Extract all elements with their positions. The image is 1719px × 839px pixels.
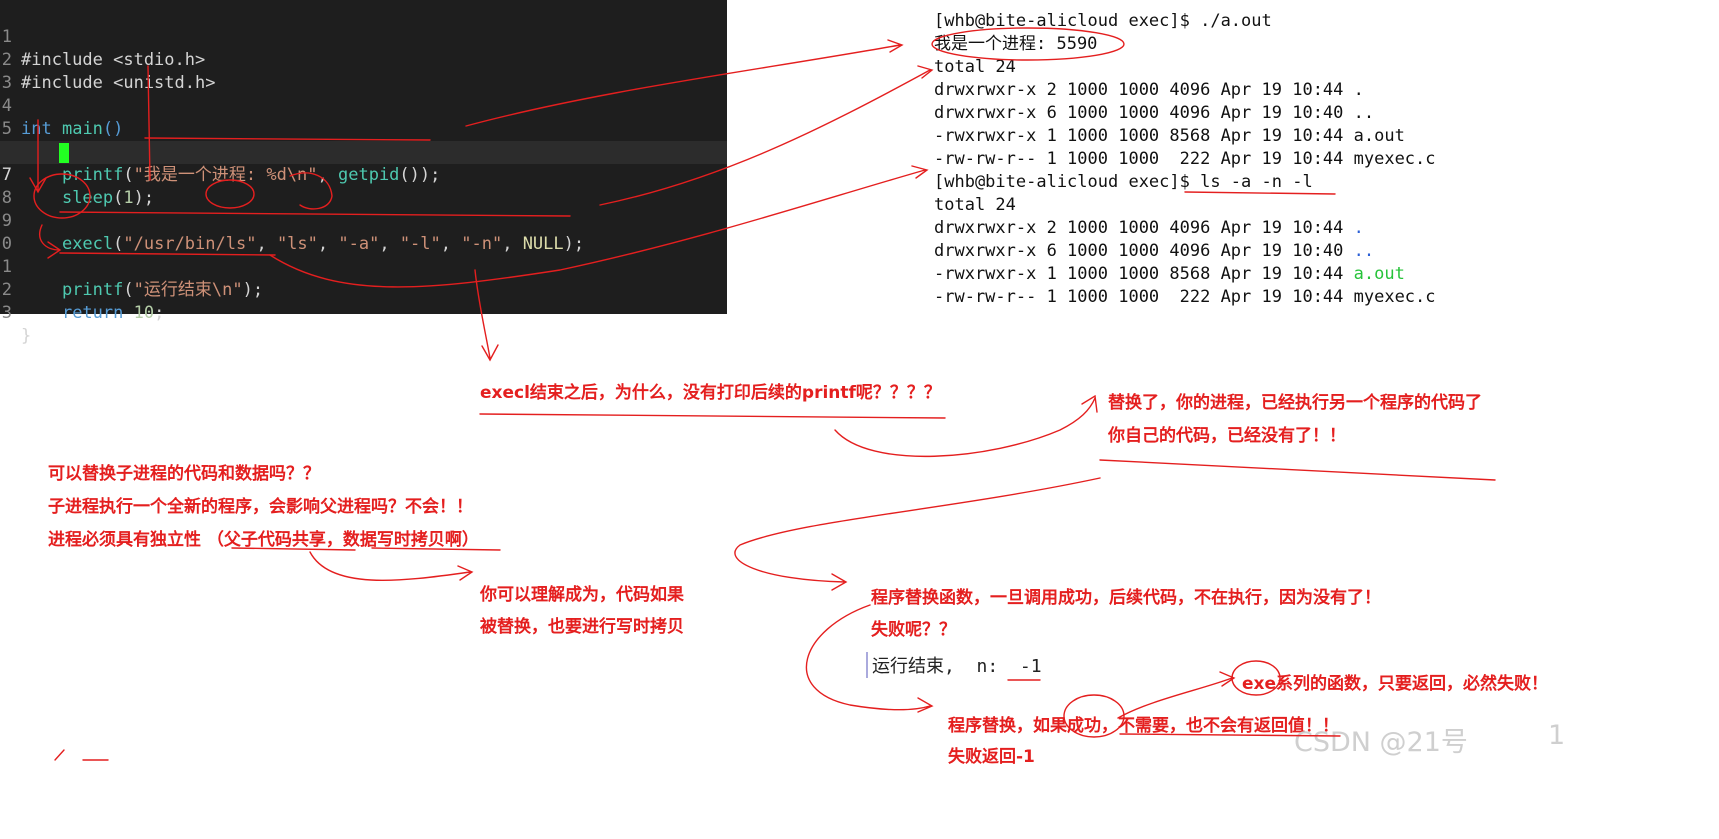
code-line: 0 [0, 210, 727, 254]
code-text: printf("运行结束\n"); [61, 280, 264, 300]
note-child-question-line3: 进程必须具有独立性 （父子代码共享，数据写时拷贝啊） [48, 530, 479, 550]
terminal-output: [whb@bite-alicloud exec]$ ./a.out 我是一个进程… [934, 10, 1436, 309]
line-number: 2 [1, 280, 12, 300]
note-replace-func-line2: 失败呢？？ [871, 620, 956, 640]
line-number: 9 [1, 211, 12, 231]
code-line: 5 { [0, 95, 727, 162]
code-line: 6 printf("我是一个进程: %d\n", getpid()); [0, 118, 727, 185]
code-line: 4 int main() [0, 72, 727, 139]
terminal-line: -rwxrwxr-x 1 1000 1000 8568 Apr 19 10:44… [934, 126, 1405, 146]
code-editor[interactable]: 1 #include <stdio.h> 2 #include <unistd.… [0, 0, 727, 346]
ink-bottom-mark [54, 749, 109, 761]
note-answer-replaced-line2: 你自己的代码，已经没有了！！ [1108, 426, 1346, 446]
note-return-value-line1: 程序替换，如果成功，不需要，也不会有返回值！！ [948, 716, 1339, 736]
line-number: 3 [1, 73, 12, 93]
note-exec-return: exe系列的函数，只要返回，必然失败！ [1242, 674, 1549, 694]
text-cursor [59, 143, 69, 163]
code-text: #include <unistd.h> [21, 73, 216, 93]
code-text: } [21, 326, 32, 346]
note-cow-line2: 被替换，也要进行写时拷贝 [480, 617, 684, 637]
output-snippet: 运行结束, n: -1 [866, 652, 1042, 678]
terminal-line: -rwxrwxr-x 1 1000 1000 8568 Apr 19 10:44… [934, 263, 1436, 286]
line-number: 8 [1, 188, 12, 208]
line-number: 2 [1, 50, 12, 70]
terminal-line: drwxrwxr-x 2 1000 1000 4096 Apr 19 10:44… [934, 80, 1364, 100]
terminal-line: drwxrwxr-x 2 1000 1000 4096 Apr 19 10:44… [934, 217, 1436, 240]
code-line: 2 return 10; [0, 256, 727, 323]
code-line: 3 [0, 49, 727, 93]
watermark: CSDN @21号 [1294, 727, 1468, 758]
code-line: 1 printf("运行结束\n"); [0, 233, 727, 300]
line-number: 1 [1, 27, 12, 47]
line-number: 1 [1, 257, 12, 277]
code-line: 2 #include <unistd.h> [0, 26, 727, 93]
terminal-line: -rw-rw-r-- 1 1000 1000 222 Apr 19 10:44 … [934, 149, 1436, 169]
code-text: #include <stdio.h> [21, 50, 206, 70]
terminal-line: [whb@bite-alicloud exec]$ ./a.out [934, 11, 1272, 31]
code-line: 9 execl("/usr/bin/ls", "ls", "-a", "-l",… [0, 187, 727, 254]
terminal-line-text: -rwxrwxr-x 1 1000 1000 8568 Apr 19 10:44 [934, 264, 1354, 284]
terminal-line: drwxrwxr-x 6 1000 1000 4096 Apr 19 10:40… [934, 103, 1375, 123]
terminal-line: 我是一个进程: 5590 [934, 34, 1098, 54]
ink-stroke-curve [834, 394, 1098, 458]
file-entry-aout: a.out [1353, 264, 1405, 284]
note-question-execl: execl结束之后，为什么，没有打印后续的printf呢？？？？ [480, 383, 941, 403]
note-child-question-line2: 子进程执行一个全新的程序，会影响父进程吗？不会！！ [48, 497, 473, 517]
note-cow-line1: 你可以理解成为，代码如果 [480, 585, 684, 605]
code-line: 1 #include <stdio.h> [0, 3, 727, 70]
terminal-line: [whb@bite-alicloud exec]$ ls -a -n -l [934, 172, 1313, 192]
terminal-line-text: drwxrwxr-x 2 1000 1000 4096 Apr 19 10:44 [934, 218, 1354, 238]
edge-digit: 1 [1548, 720, 1566, 751]
terminal-line-text: drwxrwxr-x 6 1000 1000 4096 Apr 19 10:40 [934, 241, 1354, 261]
code-line: 8 [0, 164, 727, 208]
line-number: 4 [1, 96, 12, 116]
line-number: 0 [1, 234, 12, 254]
ink-underline-q1 [479, 413, 946, 419]
dir-entry-dot: . [1353, 218, 1364, 238]
dir-entry-dotdot: .. [1353, 241, 1375, 261]
ink-underline-a1 [1099, 459, 1496, 481]
code-text: return 10; [61, 303, 165, 323]
line-number: 7 [1, 165, 12, 185]
terminal-line: total 24 [934, 195, 1016, 215]
note-child-question-line1: 可以替换子进程的代码和数据吗？？ [48, 464, 320, 484]
terminal-line: -rw-rw-r-- 1 1000 1000 222 Apr 19 10:44 … [934, 287, 1436, 307]
code-line: 3 } [0, 279, 727, 346]
ink-arrow-cow [309, 551, 474, 581]
terminal-line: total 24 [934, 57, 1016, 77]
line-number: 3 [1, 303, 12, 323]
note-replace-func-line1: 程序替换函数，一旦调用成功，后续代码，不在执行，因为没有了！ [871, 588, 1381, 608]
code-line-current: 7 sleep(1); [0, 141, 727, 208]
line-number: 5 [1, 119, 12, 139]
terminal-line: drwxrwxr-x 6 1000 1000 4096 Apr 19 10:40… [934, 240, 1436, 263]
note-return-value-line2: 失败返回-1 [948, 747, 1035, 767]
note-answer-replaced-line1: 替换了，你的进程，已经执行另一个程序的代码了 [1108, 393, 1482, 413]
ink-arrow-replace [734, 477, 1101, 591]
